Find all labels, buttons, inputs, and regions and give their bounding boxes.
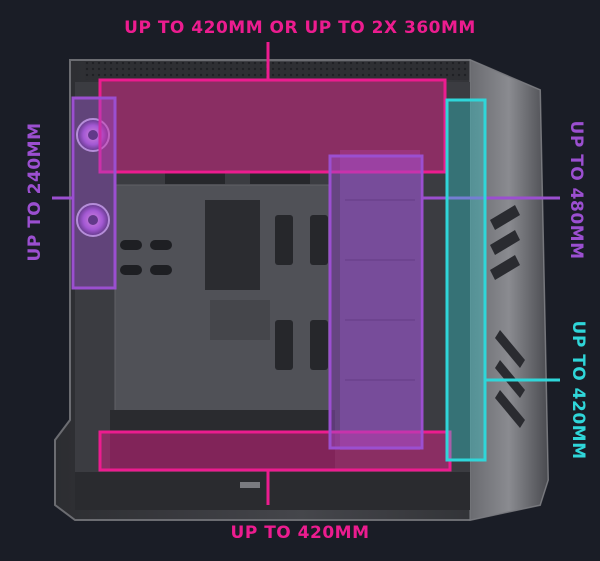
rear-radiator-zone — [71, 96, 117, 290]
side-radiator-zone — [328, 154, 424, 450]
radiator-zones — [52, 42, 560, 505]
bottom-radiator-zone — [98, 430, 452, 472]
rear-capacity-label: UP TO 240MM — [25, 122, 45, 262]
side-capacity-label: UP TO 480MM — [566, 120, 586, 260]
front-capacity-label: UP TO 420MM — [568, 320, 588, 460]
bottom-capacity-label: UP TO 420MM — [230, 523, 370, 543]
front-radiator-zone — [445, 98, 487, 462]
top-capacity-label: UP TO 420MM OR UP TO 2X 360MM — [124, 18, 476, 38]
